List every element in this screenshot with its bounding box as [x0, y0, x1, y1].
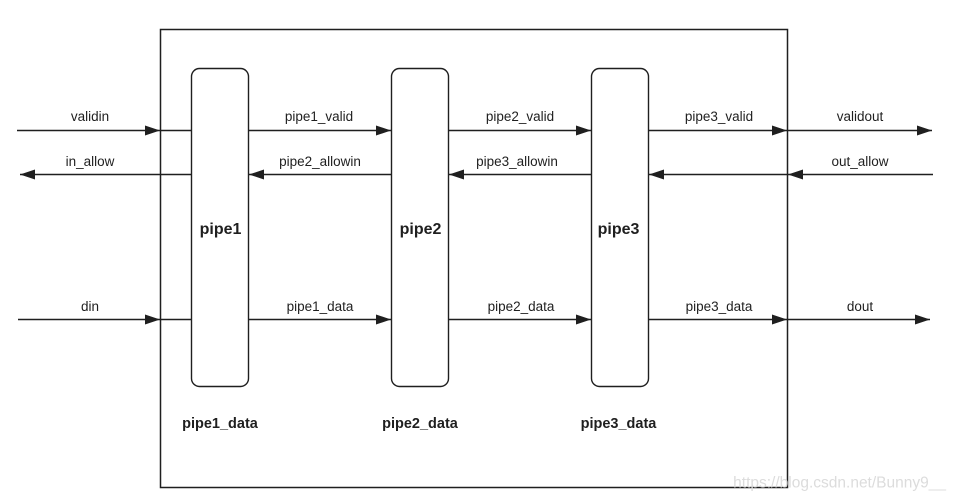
- validout-label: validout: [837, 109, 884, 124]
- dout-arrowhead-icon: [915, 314, 930, 325]
- pipe1-block: [190, 67, 250, 388]
- pipe3-valid-label: pipe3_valid: [685, 109, 753, 124]
- pipe3-valid-arrowhead-icon: [772, 125, 787, 136]
- pipe3-allow-feed-arrowhead-icon: [649, 169, 664, 180]
- out-allow-label: out_allow: [831, 154, 888, 169]
- valid-signal-row: validin pipe1_valid pipe2_valid pipe3_va…: [17, 109, 932, 136]
- in-allow-label: in_allow: [66, 154, 115, 169]
- validout-arrowhead-icon: [917, 125, 932, 136]
- pipe3-block-label: pipe3: [598, 221, 640, 238]
- pipe-stage-blocks: pipe1 pipe2 pipe3: [190, 67, 650, 388]
- pipe1-data-register-label: pipe1_data: [182, 416, 259, 432]
- data-signal-row: din pipe1_data pipe2_data pipe3_data dou…: [18, 299, 930, 325]
- out-allow-arrowhead-icon: [788, 169, 803, 180]
- pipe2-data-arrowhead-icon: [576, 314, 591, 325]
- pipe2-allowin-label: pipe2_allowin: [279, 154, 361, 169]
- din-label: din: [81, 299, 99, 314]
- pipe1-valid-label: pipe1_valid: [285, 109, 353, 124]
- pipe3-block: [590, 67, 650, 388]
- pipe-data-register-labels: pipe1_data pipe2_data pipe3_data: [182, 416, 657, 432]
- validin-label: validin: [71, 109, 109, 124]
- pipe3-allowin-arrowhead-icon: [449, 169, 464, 180]
- pipe2-valid-arrowhead-icon: [576, 125, 591, 136]
- pipe2-block: [390, 67, 450, 388]
- pipe3-allowin-label: pipe3_allowin: [476, 154, 558, 169]
- din-arrowhead-icon: [145, 314, 160, 325]
- pipe1-block-label: pipe1: [200, 221, 242, 238]
- validin-arrowhead-icon: [145, 125, 160, 136]
- pipe1-data-arrowhead-icon: [376, 314, 391, 325]
- pipe3-data-arrowhead-icon: [772, 314, 787, 325]
- pipe2-block-label: pipe2: [400, 221, 442, 238]
- pipe3-data-label: pipe3_data: [686, 299, 753, 314]
- allow-signal-row: in_allow pipe2_allowin pipe3_allowin out…: [20, 154, 933, 180]
- dout-label: dout: [847, 299, 874, 314]
- pipe1-valid-arrowhead-icon: [376, 125, 391, 136]
- module-boundary-box: [159, 28, 789, 489]
- pipe2-allowin-arrowhead-icon: [249, 169, 264, 180]
- in-allow-arrowhead-icon: [20, 169, 35, 180]
- pipe2-data-register-label: pipe2_data: [382, 416, 459, 432]
- csdn-watermark: https://blog.csdn.net/Bunny9__: [733, 475, 946, 492]
- pipe1-data-label: pipe1_data: [287, 299, 354, 314]
- pipe2-data-label: pipe2_data: [488, 299, 555, 314]
- pipe3-data-register-label: pipe3_data: [581, 416, 658, 432]
- pipe2-valid-label: pipe2_valid: [486, 109, 554, 124]
